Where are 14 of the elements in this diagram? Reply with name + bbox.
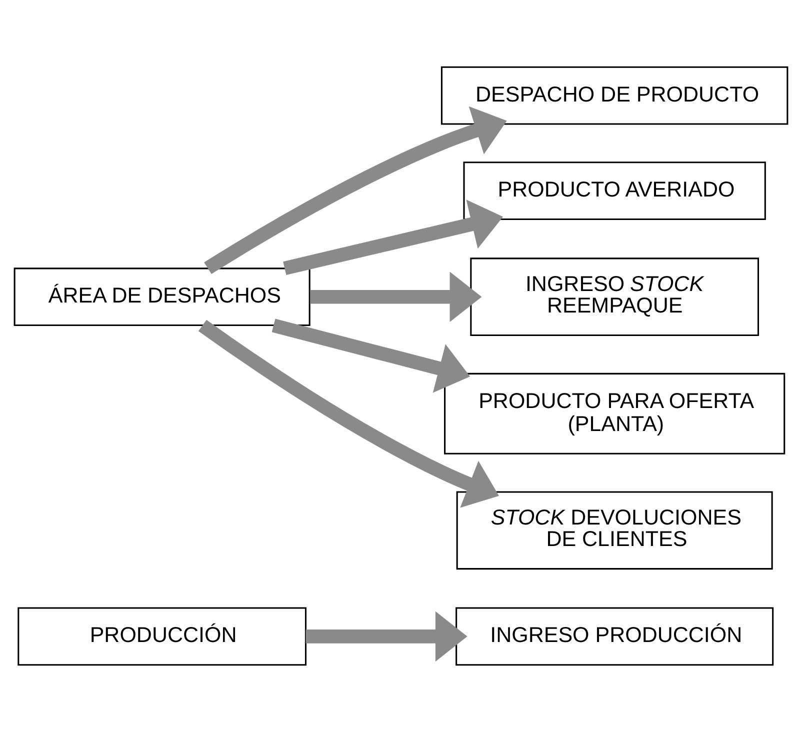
node-box: ÁREA DE DESPACHOS	[14, 268, 310, 326]
node-box: DESPACHO DE PRODUCTO	[440, 66, 788, 125]
node-box: PRODUCTO PARA OFERTA (PLANTA)	[444, 372, 786, 454]
arrow	[306, 611, 468, 662]
node-box: INGRESO PRODUCCIÓN	[456, 607, 774, 666]
arrow	[283, 200, 504, 276]
arrow	[310, 272, 482, 322]
node-box: PRODUCCIÓN	[18, 607, 306, 666]
arrow	[198, 320, 499, 508]
node-box: PRODUCTO AVERIADO	[463, 162, 766, 220]
arrow	[204, 106, 507, 274]
arrow	[272, 318, 470, 393]
node-box: STOCK DEVOLUCIONES DE CLIENTES	[456, 491, 773, 570]
node-box: INGRESO STOCK REEMPAQUE	[470, 258, 759, 336]
